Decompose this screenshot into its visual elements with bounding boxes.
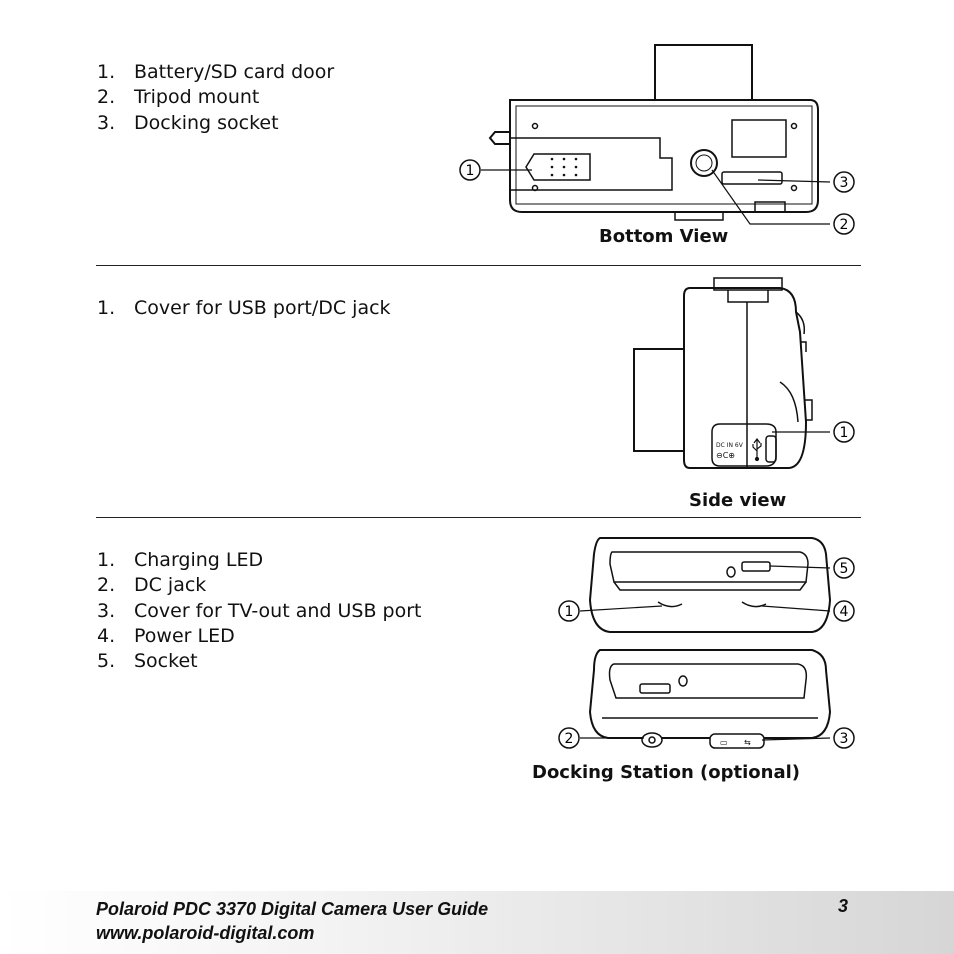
- item-label: DC jack: [134, 574, 207, 597]
- docking-station-parts-list: 1. Charging LED 2. DC jack 3. Cover for TV-…: [97, 548, 421, 674]
- website-url: www.polaroid-digital.com: [96, 923, 315, 943]
- callout-number: 3: [840, 175, 849, 191]
- item-label: Cover for USB port/DC jack: [134, 297, 391, 319]
- list-item: 1. Battery/SD card door: [97, 60, 334, 85]
- side-view-caption: Side view: [689, 490, 787, 511]
- dc-in-label: DC IN 6V: [716, 442, 744, 449]
- item-number: 3.: [97, 599, 116, 622]
- guide-title: Polaroid PDC 3370 Digital Camera User Gu…: [96, 899, 489, 919]
- callout-1: 1: [833, 421, 855, 443]
- item-label: Docking socket: [134, 111, 279, 134]
- callout-number: 5: [840, 561, 849, 577]
- list-item: 4. Power LED: [97, 624, 421, 649]
- item-number: 1.: [97, 297, 116, 319]
- list-item: 2. Tripod mount: [97, 85, 334, 110]
- callout-3: 3: [833, 727, 855, 749]
- tv-out-icon: ▭: [720, 738, 728, 747]
- item-label: Socket: [134, 650, 198, 673]
- callout-number: 1: [840, 425, 849, 441]
- callout-number: 4: [840, 604, 849, 620]
- list-item: 1. Cover for USB port/DC jack: [97, 296, 391, 321]
- callout-1: 1: [558, 600, 580, 622]
- callout-2: 2: [558, 727, 580, 749]
- item-number: 2.: [97, 574, 116, 597]
- section-divider: [96, 265, 861, 266]
- callout-number: 2: [565, 731, 574, 747]
- list-item: 3. Cover for TV-out and USB port: [97, 599, 421, 624]
- list-item: 1. Charging LED: [97, 548, 421, 573]
- callout-3: 3: [833, 171, 855, 193]
- callout-1: 1: [459, 159, 481, 181]
- callout-number: 2: [840, 217, 849, 233]
- usb-port-icon: ⇆: [744, 738, 751, 747]
- side-view-parts-list: 1. Cover for USB port/DC jack: [97, 296, 391, 321]
- callout-5: 5: [833, 557, 855, 579]
- bottom-view-caption: Bottom View: [599, 226, 729, 247]
- callout-2: 2: [833, 213, 855, 235]
- dc-polarity-icon: ⊖C⊕: [716, 451, 735, 460]
- item-label: Charging LED: [134, 549, 264, 571]
- item-number: 3.: [97, 111, 116, 134]
- item-label: Power LED: [134, 624, 235, 647]
- page-number: 3: [838, 896, 849, 916]
- callout-number: 1: [466, 163, 475, 179]
- item-label: Tripod mount: [134, 86, 260, 109]
- bottom-view-parts-list: 1. Battery/SD card door 2. Tripod mount 3.…: [97, 60, 334, 136]
- page-footer: Polaroid PDC 3370 Digital Camera User Gu…: [0, 891, 954, 954]
- list-item: 2. DC jack: [97, 573, 421, 598]
- usb-icon: [752, 438, 762, 462]
- item-number: 5.: [97, 650, 116, 673]
- item-number: 4.: [97, 624, 116, 647]
- callout-number: 1: [565, 604, 574, 620]
- camera-side-view-illustration: DC IN 6V ⊖C⊕ 1: [633, 277, 855, 469]
- section-divider: [96, 517, 861, 518]
- list-item: 5. Socket: [97, 649, 421, 674]
- callout-4: 4: [833, 600, 855, 622]
- item-label: Cover for TV-out and USB port: [134, 599, 422, 622]
- docking-station-illustration: ▭ ⇆ 5 1 4 2 3: [558, 537, 855, 749]
- camera-bottom-view-illustration: 1 3 2: [459, 44, 855, 235]
- item-label: Battery/SD card door: [134, 61, 335, 83]
- item-number: 1.: [97, 61, 116, 83]
- item-number: 2.: [97, 86, 116, 109]
- list-item: 3. Docking socket: [97, 111, 334, 136]
- port-label-area: DC IN 6V ⊖C⊕: [716, 438, 762, 462]
- docking-station-caption: Docking Station (optional): [532, 762, 800, 783]
- callout-number: 3: [840, 731, 849, 747]
- item-number: 1.: [97, 549, 116, 571]
